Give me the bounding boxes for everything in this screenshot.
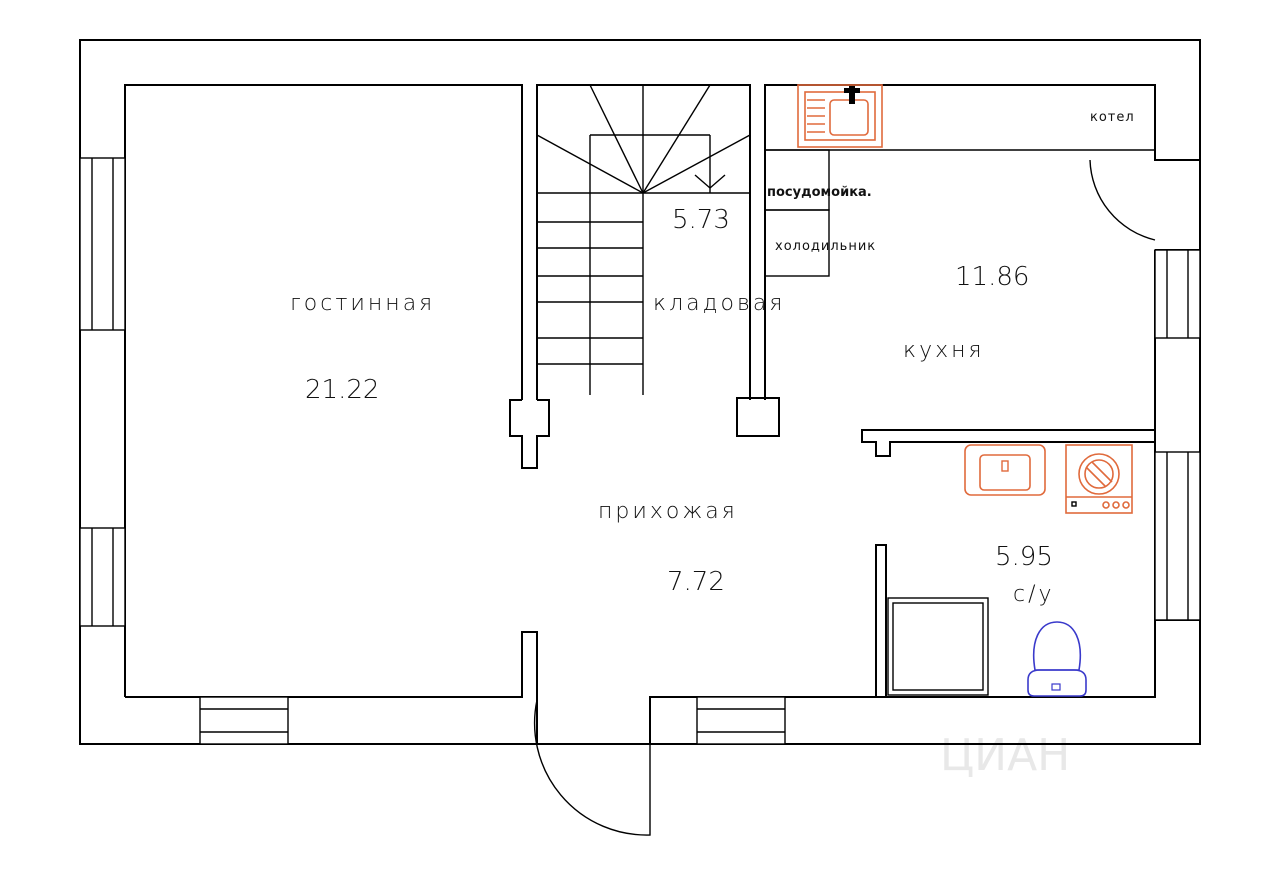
watermark: ЦИАН (940, 730, 1070, 781)
room-area-storage: 5.73 (672, 205, 730, 235)
washing-machine-icon (1065, 444, 1133, 514)
dishwasher-icon (764, 149, 830, 211)
doors (533, 159, 1156, 836)
room-area-bathroom: 5.95 (995, 542, 1053, 572)
room-area-kitchen: 11.86 (955, 262, 1029, 292)
fridge-label: холодильник (775, 239, 876, 254)
room-name-kitchen: кухня (903, 338, 985, 363)
room-name-bathroom: с/у (1013, 582, 1055, 607)
kitchen-counter (764, 84, 1155, 277)
boiler-label: котел (1090, 110, 1135, 125)
bathroom-sink-icon (964, 444, 1046, 496)
windows (79, 157, 1201, 745)
staircase (536, 84, 751, 395)
toilet-icon (1033, 621, 1081, 671)
bathroom-fixtures (887, 444, 1133, 697)
room-name-storage: кладовая (653, 291, 785, 316)
shower-icon (887, 597, 989, 696)
exterior-walls (79, 39, 1201, 745)
dishwasher-label: посудомойка. (767, 185, 872, 200)
faucet-icon (849, 86, 855, 104)
room-area-living: 21.22 (305, 375, 379, 405)
kitchen-sink-icon (797, 84, 883, 148)
interior-walls (509, 397, 1155, 697)
room-area-hall: 7.72 (667, 567, 725, 597)
room-name-living: гостинная (290, 291, 435, 316)
fridge-icon (764, 209, 830, 277)
room-name-hall: прихожая (598, 499, 738, 524)
